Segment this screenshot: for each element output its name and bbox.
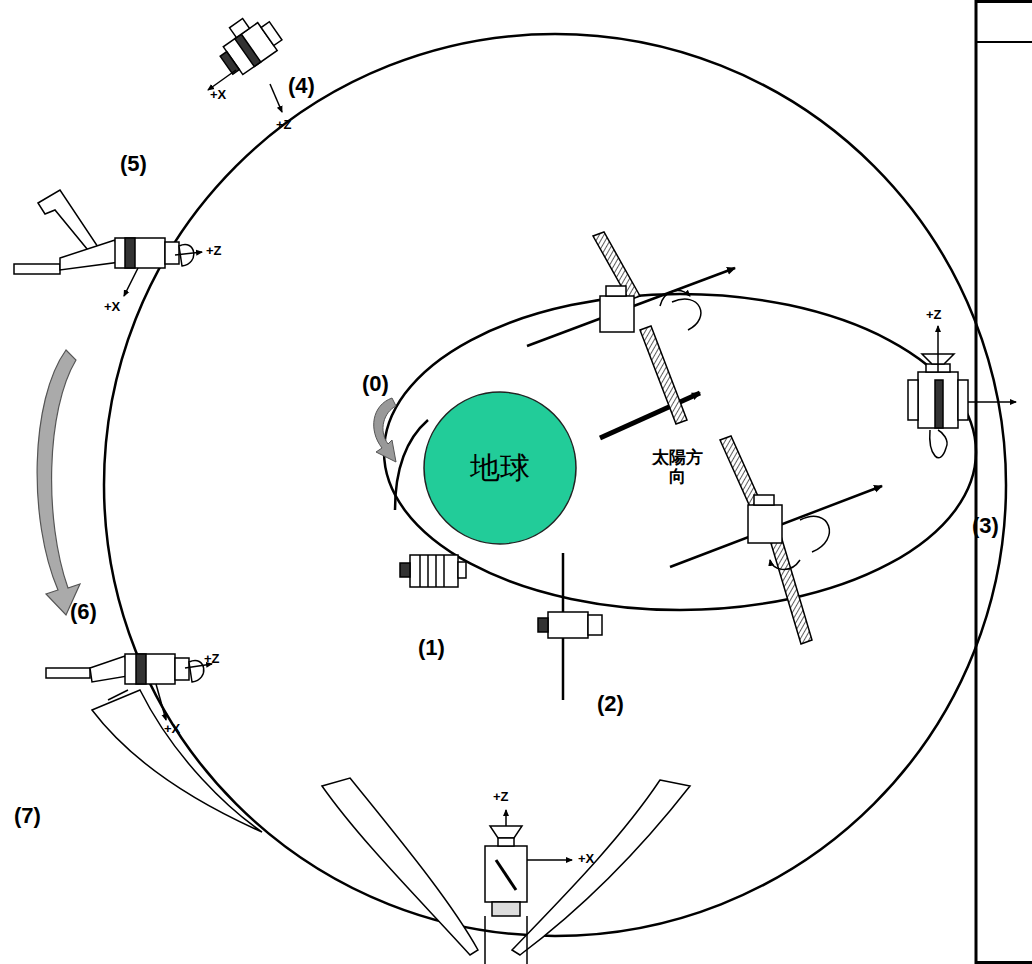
callout-number: (2)	[597, 692, 624, 716]
earth-label: 地球	[470, 448, 530, 489]
earth-circle: 地球	[422, 390, 578, 546]
callout-number: (3)	[972, 514, 999, 538]
axis-label: +X	[578, 852, 594, 866]
axis-label: +X	[104, 300, 120, 314]
axis-label: +Z	[206, 244, 222, 258]
axis-label: +Z	[493, 790, 509, 804]
callout-number: (4)	[288, 74, 315, 98]
direction-label: 太陽方向	[650, 448, 704, 485]
callout-number: (7)	[14, 804, 41, 828]
axis-label: +Z	[276, 118, 292, 132]
axis-label: +Z	[204, 652, 220, 666]
callout-number: (1)	[418, 636, 445, 660]
axis-label: +Z	[926, 308, 942, 322]
axis-label: +X	[210, 88, 226, 102]
callout-number: (0)	[362, 372, 389, 396]
axis-label: +X	[164, 722, 180, 736]
callout-number: (5)	[120, 152, 147, 176]
callout-number: (6)	[70, 600, 97, 624]
